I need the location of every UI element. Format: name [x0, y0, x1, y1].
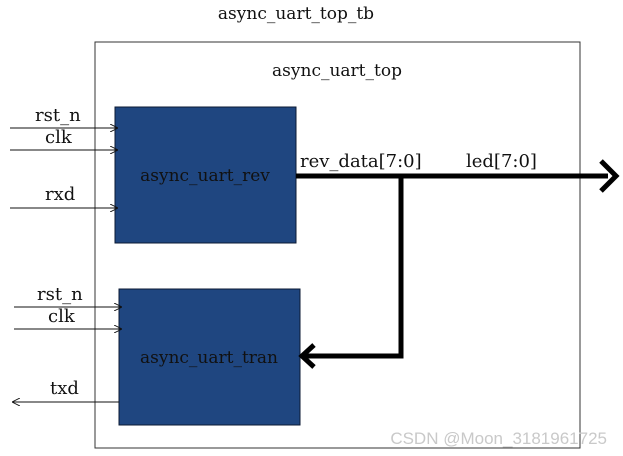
led-label: led[7:0]: [466, 151, 537, 172]
top-module-frame: [94, 41, 581, 449]
top-module-title: async_uart_top: [272, 61, 402, 81]
rev-data-loop-wire: [304, 176, 404, 359]
led-bus-arrowhead: [599, 159, 620, 193]
rev-data-label: rev_data[7:0]: [300, 151, 422, 172]
rev-clk-label: clk: [45, 127, 73, 148]
tran-block: [118, 288, 301, 426]
tran-txd-label: txd: [50, 378, 79, 399]
tran-data-arrowhead: [298, 343, 316, 369]
testbench-title: async_uart_top_tb: [218, 4, 374, 24]
rev-rst-n-label: rst_n: [35, 105, 81, 126]
rev-block-label: async_uart_rev: [140, 166, 270, 186]
tran-rst-n-label: rst_n: [37, 284, 83, 305]
tran-clk-label: clk: [48, 306, 76, 327]
watermark: CSDN @Moon_3181961725: [390, 429, 607, 448]
rev-rxd-label: rxd: [45, 184, 75, 205]
tran-block-label: async_uart_tran: [140, 348, 278, 368]
rev-block: [114, 106, 297, 244]
